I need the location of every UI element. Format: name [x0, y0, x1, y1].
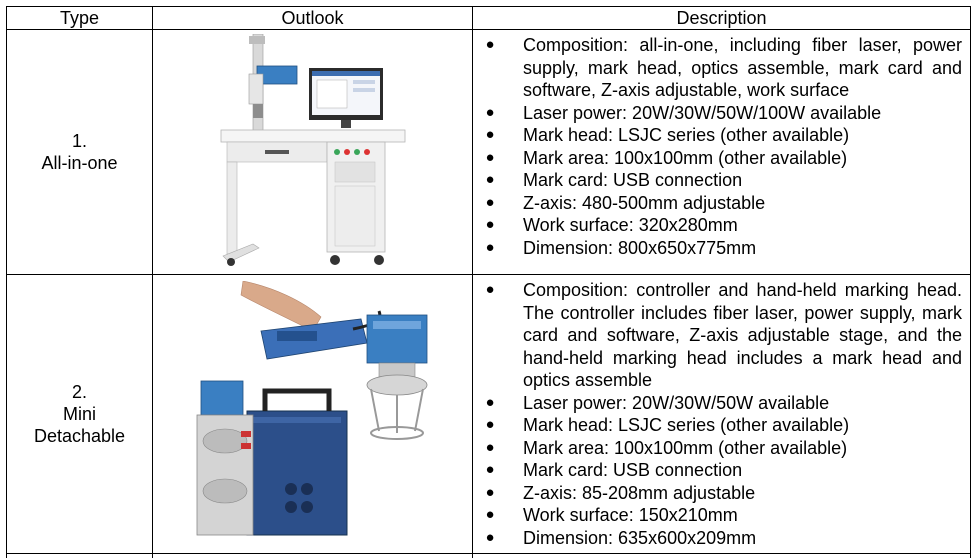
type-name-line2: Detachable — [7, 425, 152, 447]
list-item: ●Mark area: 100x100mm (other available) — [483, 437, 962, 460]
bullet-icon: ● — [483, 504, 497, 527]
table-row: 2. Mini Detachable — [7, 275, 971, 554]
spec-list: ●Composition: controller and hand-held m… — [483, 279, 962, 549]
list-item: ●Z-axis: 85-208mm adjustable — [483, 482, 962, 505]
bullet-icon: ● — [483, 527, 497, 550]
bullet-icon: ● — [483, 392, 497, 415]
list-item: ●Laser power: 20W/30W/50W/100W available — [483, 102, 962, 125]
list-item: ●Mark card: USB connection — [483, 169, 962, 192]
type-name: Mini — [7, 403, 152, 425]
bullet-icon: ● — [483, 169, 497, 192]
type-cell: 1. All-in-one — [7, 30, 153, 275]
bullet-icon: ● — [483, 34, 497, 57]
list-item: ●Work surface: 150x210mm — [483, 504, 962, 527]
list-item: ●Mark head: LSJC series (other available… — [483, 124, 962, 147]
spec-table: Type Outlook Description 1. All-in-one — [6, 6, 971, 558]
description-cell: ●Composition: all-in-one, including fibe… — [473, 30, 971, 275]
list-item: ●Dimension: 635x600x209mm — [483, 527, 962, 550]
list-item: ●Composition: all-in-one, including fibe… — [483, 34, 962, 102]
list-item: ●Work surface: 320x280mm — [483, 214, 962, 237]
outlook-cell — [153, 30, 473, 275]
type-cell: 2. Mini Detachable — [7, 275, 153, 554]
bullet-icon: ● — [483, 482, 497, 505]
bullet-icon: ● — [483, 459, 497, 482]
bullet-icon: ● — [483, 237, 497, 260]
bullet-icon: ● — [483, 279, 497, 302]
list-item: ●Z-axis: 480-500mm adjustable — [483, 192, 962, 215]
header-description: Description — [473, 7, 971, 30]
header-type: Type — [7, 7, 153, 30]
type-name: All-in-one — [7, 152, 152, 174]
bullet-icon: ● — [483, 192, 497, 215]
type-number: 2. — [7, 381, 152, 403]
mini-detachable-laser-marker-image — [183, 281, 443, 547]
description-cell: ●Composition: controller and hand-held m… — [473, 275, 971, 554]
bullet-icon: ● — [483, 414, 497, 437]
list-item: ●Laser power: 20W/30W/50W available — [483, 392, 962, 415]
list-item: ●Mark card: USB connection — [483, 459, 962, 482]
bullet-icon: ● — [483, 102, 497, 125]
bullet-icon: ● — [483, 214, 497, 237]
header-row: Type Outlook Description — [7, 7, 971, 30]
list-item: ●Composition: controller and hand-held m… — [483, 279, 962, 392]
bullet-icon: ● — [483, 437, 497, 460]
type-number: 1. — [7, 130, 152, 152]
header-outlook: Outlook — [153, 7, 473, 30]
outlook-cell — [153, 275, 473, 554]
list-item: ●Mark head: LSJC series (other available… — [483, 414, 962, 437]
list-item: ●Dimension: 800x650x775mm — [483, 237, 962, 260]
bullet-icon: ● — [483, 147, 497, 170]
list-item: ●Mark area: 100x100mm (other available) — [483, 147, 962, 170]
table-row-continuation — [7, 554, 971, 558]
bullet-icon: ● — [483, 124, 497, 147]
spec-list: ●Composition: all-in-one, including fibe… — [483, 34, 962, 259]
fiber-laser-marking-machine-desktop-image — [213, 34, 413, 270]
table-row: 1. All-in-one — [7, 30, 971, 275]
